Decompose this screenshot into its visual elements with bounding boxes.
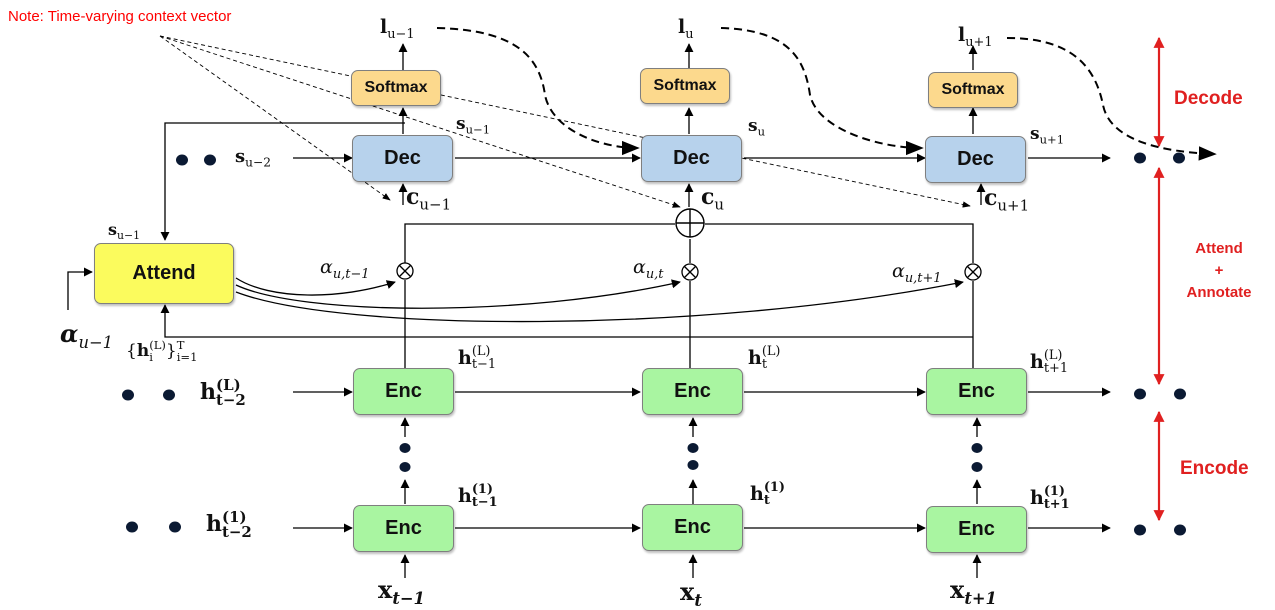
section-label-decode: Decode: [1174, 88, 1243, 109]
decoder-state-label-u-1: su−1: [456, 114, 491, 137]
combine-node: [675, 208, 705, 238]
encoder-layer1-box-t-1: Enc: [353, 505, 454, 552]
input-label-t: xt: [680, 577, 702, 610]
alpha-label-t+1: αu,t+1: [892, 260, 942, 286]
section-label-encode: Encode: [1180, 458, 1249, 479]
output-label-u: lu: [678, 16, 694, 42]
output-label-u+1: lu+1: [958, 24, 993, 50]
hidden-1-label-t-1: h(1)t−1: [458, 482, 498, 510]
context-label-u+1: cu+1: [984, 185, 1030, 215]
note-pointer-lines: [159, 35, 971, 208]
multiply-nodes: [396, 262, 982, 281]
layer-stack-dots: [399, 443, 983, 472]
layer-stack-arrows: [400, 417, 982, 504]
encoder-layer1-box-t: Enc: [642, 504, 743, 551]
input-arrows: [400, 554, 982, 578]
section-label-attend: Attend: [1195, 240, 1243, 257]
attention-weight-curves: [235, 277, 964, 323]
alpha-label-t: αu,t: [633, 256, 664, 282]
decoder-box-u: Dec: [641, 135, 742, 182]
encoder-layer1-box-t+1: Enc: [926, 506, 1027, 553]
alpha-prev-input: [67, 267, 93, 310]
decoder-state-label-u: su: [748, 116, 766, 139]
alpha-label-t-1: αu,t−1: [320, 256, 370, 282]
output-label-u-1: lu−1: [380, 16, 415, 42]
context-label-u: cu: [701, 184, 725, 214]
annotations-feedback: [160, 304, 973, 338]
hidden-L-label-t+1: h(L)t+1: [1030, 348, 1069, 376]
softmax-box-u: Softmax: [640, 68, 730, 104]
output-arrows: [398, 43, 978, 134]
attend-box: Attend: [94, 243, 234, 304]
hidden-1-label-t+1: h(1)t+1: [1030, 484, 1070, 512]
output-feedback-curves: [436, 27, 1217, 161]
hidden-1-label-t: h(1)t: [750, 480, 786, 508]
decoder-state-feedback: [160, 122, 405, 241]
section-label-annotate: Annotate: [1186, 283, 1252, 301]
alpha-prev-label: αu−1: [60, 319, 114, 352]
hidden-L-label-t-1: h(L)t−1: [458, 344, 497, 372]
encoder-layerL-box-t-1: Enc: [353, 368, 454, 415]
hidden-L-label-t-2: h(L)t−2: [200, 376, 246, 409]
section-label-attend-annotate: Attend + Annotate: [1178, 238, 1260, 303]
continuation-dots: [122, 152, 1186, 536]
hidden-1-label-t-2: h(1)t−2: [206, 508, 252, 541]
section-label-plus: +: [1214, 261, 1224, 279]
decoder-box-u+1: Dec: [925, 136, 1026, 183]
annotation-up-links: [404, 183, 974, 368]
hidden-L-label-t: h(L)t: [748, 344, 781, 372]
context-label-u-1: cu−1: [406, 184, 452, 214]
encoder-layerL-box-t: Enc: [642, 368, 743, 415]
softmax-box-u+1: Softmax: [928, 72, 1018, 108]
decoder-box-u-1: Dec: [352, 135, 453, 182]
note-text: Note: Time-varying context vector: [8, 8, 232, 25]
attend-state-label: su−1: [108, 220, 141, 243]
decoder-state-label-u-2: su−2: [235, 146, 272, 170]
decoder-state-label-u+1: su+1: [1030, 124, 1065, 147]
encoder-layerL-box-t+1: Enc: [926, 368, 1027, 415]
softmax-box-u-1: Softmax: [351, 70, 441, 106]
input-label-t-1: xt−1: [378, 575, 425, 608]
input-label-t+1: xt+1: [950, 575, 997, 608]
context-arrows: [398, 183, 986, 205]
